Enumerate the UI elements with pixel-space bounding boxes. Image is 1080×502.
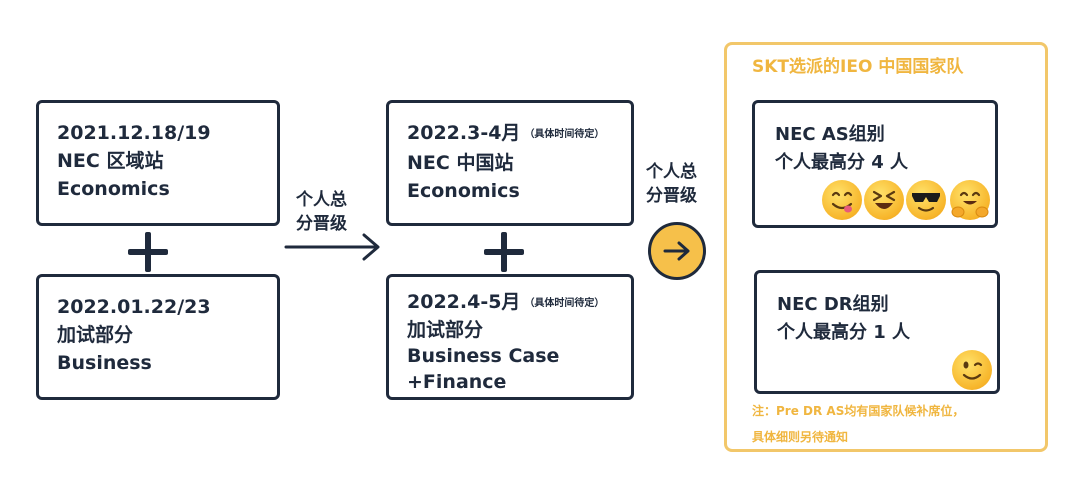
footnote-line1: 注：Pre DR AS均有国家队候补席位， — [752, 404, 965, 418]
stage-regional-box: 2021.12.18/19 NEC 区域站 Economics — [36, 100, 280, 226]
stage-name: 加试部分 — [407, 319, 484, 341]
stage-date: 2022.3-4月 — [407, 122, 521, 144]
arrow-right-circle-icon — [648, 222, 706, 280]
plus-icon — [128, 232, 168, 272]
winking-emoji-icon — [952, 350, 992, 390]
promotion-label-line2: 分晋级 — [296, 214, 347, 234]
stage-subject: Business — [57, 352, 152, 374]
team-title: SKT选派的IEO 中国国家队 — [752, 57, 964, 77]
stage-subject: Business Case — [407, 345, 560, 367]
group-quota: 个人最高分 4 人 — [775, 152, 909, 173]
yum-emoji-icon — [822, 180, 862, 220]
footnote-line2: 具体细则另待通知 — [752, 430, 849, 444]
group-quota: 个人最高分 1 人 — [777, 322, 911, 343]
stage-date: 2022.4-5月 — [407, 291, 521, 313]
stage-subject: Economics — [57, 178, 170, 200]
promotion-label-line2: 分晋级 — [646, 186, 697, 206]
promotion-label-line1: 个人总 — [296, 190, 347, 210]
team-footnote: 注：Pre DR AS均有国家队候补席位， 具体细则另待通知 — [752, 398, 964, 450]
stage-china-box: 2022.3-4月（具体时间待定） NEC 中国站 Economics — [386, 100, 634, 226]
stage-subject-extra: +Finance — [407, 371, 507, 393]
date-note: （具体时间待定） — [524, 298, 605, 309]
group-name: NEC DR组别 — [777, 294, 889, 315]
sunglasses-emoji-icon — [906, 180, 946, 220]
arrow-right-icon — [284, 233, 380, 261]
stage-extra-box: 2022.01.22/23 加试部分 Business — [36, 274, 280, 400]
promotion-label-line1: 个人总 — [646, 162, 697, 182]
date-note: （具体时间待定） — [524, 129, 605, 140]
stage-name: NEC 中国站 — [407, 152, 514, 174]
stage-name: 加试部分 — [57, 324, 134, 346]
hugging-emoji-icon — [950, 180, 990, 220]
stage-china-extra-box: 2022.4-5月（具体时间待定） 加试部分 Business Case +Fi… — [386, 274, 634, 400]
laughing-emoji-icon — [864, 180, 904, 220]
promotion-label: 个人总 分晋级 — [296, 188, 347, 236]
plus-icon — [484, 232, 524, 272]
national-team-panel — [724, 42, 1048, 452]
stage-date: 2022.01.22/23 — [57, 296, 211, 318]
stage-subject: Economics — [407, 180, 520, 202]
stage-name: NEC 区域站 — [57, 150, 164, 172]
group-name: NEC AS组别 — [775, 124, 885, 145]
promotion-label: 个人总 分晋级 — [646, 160, 697, 208]
stage-date: 2021.12.18/19 — [57, 122, 211, 144]
